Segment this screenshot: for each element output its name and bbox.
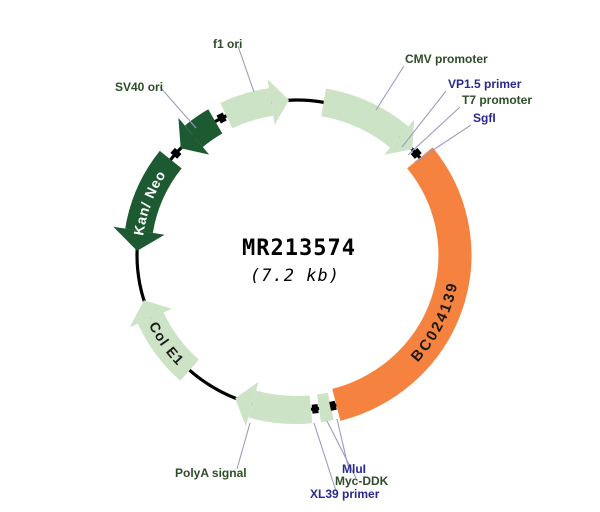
sv40-ori-label: SV40 ori <box>115 80 163 94</box>
sgfi-site-tick <box>410 148 422 159</box>
cmv-promoter-label-leader <box>375 65 405 111</box>
sgfi-label: SgfI <box>473 111 496 125</box>
feature-bands <box>113 79 472 427</box>
vp15-primer-label: VP1.5 primer <box>448 77 522 91</box>
kan-neo-arrowhead <box>113 226 165 251</box>
sv40-ori <box>184 109 223 148</box>
leader-lines <box>159 45 472 492</box>
polya-signal-label-leader <box>236 422 251 470</box>
xl39-primer-label: XL39 primer <box>310 487 380 501</box>
f1-ori-arrowhead <box>267 79 290 125</box>
myc-ddk-label: Myc-DDK <box>335 474 389 488</box>
col-e1-arrowhead <box>129 300 172 328</box>
sv40-ori-label-leader <box>159 86 197 129</box>
t7-promoter-label-leader <box>407 106 461 156</box>
sv40-ori-arrowhead <box>178 117 210 155</box>
f1-ori <box>220 88 274 129</box>
polya-signal-label: PolyA signal <box>175 466 247 480</box>
polya-signal <box>248 390 313 424</box>
mlui-site-tick <box>329 400 337 411</box>
myc-ddk-label-leader <box>326 420 357 479</box>
myc-ddk-tag <box>316 392 334 423</box>
plasmid-title: MR213574 <box>242 236 356 261</box>
kan-neo <box>125 150 182 234</box>
cmv-promoter-label: CMV promoter <box>405 52 488 66</box>
col-e1 <box>137 311 200 381</box>
sv40-f1-tick <box>216 112 227 124</box>
site-ticks <box>170 112 422 414</box>
f1-ori-label: f1 ori <box>213 37 242 51</box>
plasmid-size: (7.2 kb) <box>250 266 340 286</box>
t7-promoter-label: T7 promoter <box>462 93 532 107</box>
kan-sv40-tick <box>170 147 182 159</box>
f1-ori-label-leader <box>237 45 255 93</box>
cmv-promoter <box>320 88 409 149</box>
bc024139-insert <box>332 147 472 421</box>
sgfi-label-leader <box>414 124 472 163</box>
vp15-primer-label-leader <box>401 90 447 148</box>
polya-signal-arrowhead <box>235 381 259 427</box>
mlui-label: MluI <box>342 462 366 476</box>
xl39-site-tick <box>311 404 319 414</box>
cmv-promoter-arrowhead <box>384 119 415 155</box>
xl39-primer-label-leader <box>313 422 337 492</box>
